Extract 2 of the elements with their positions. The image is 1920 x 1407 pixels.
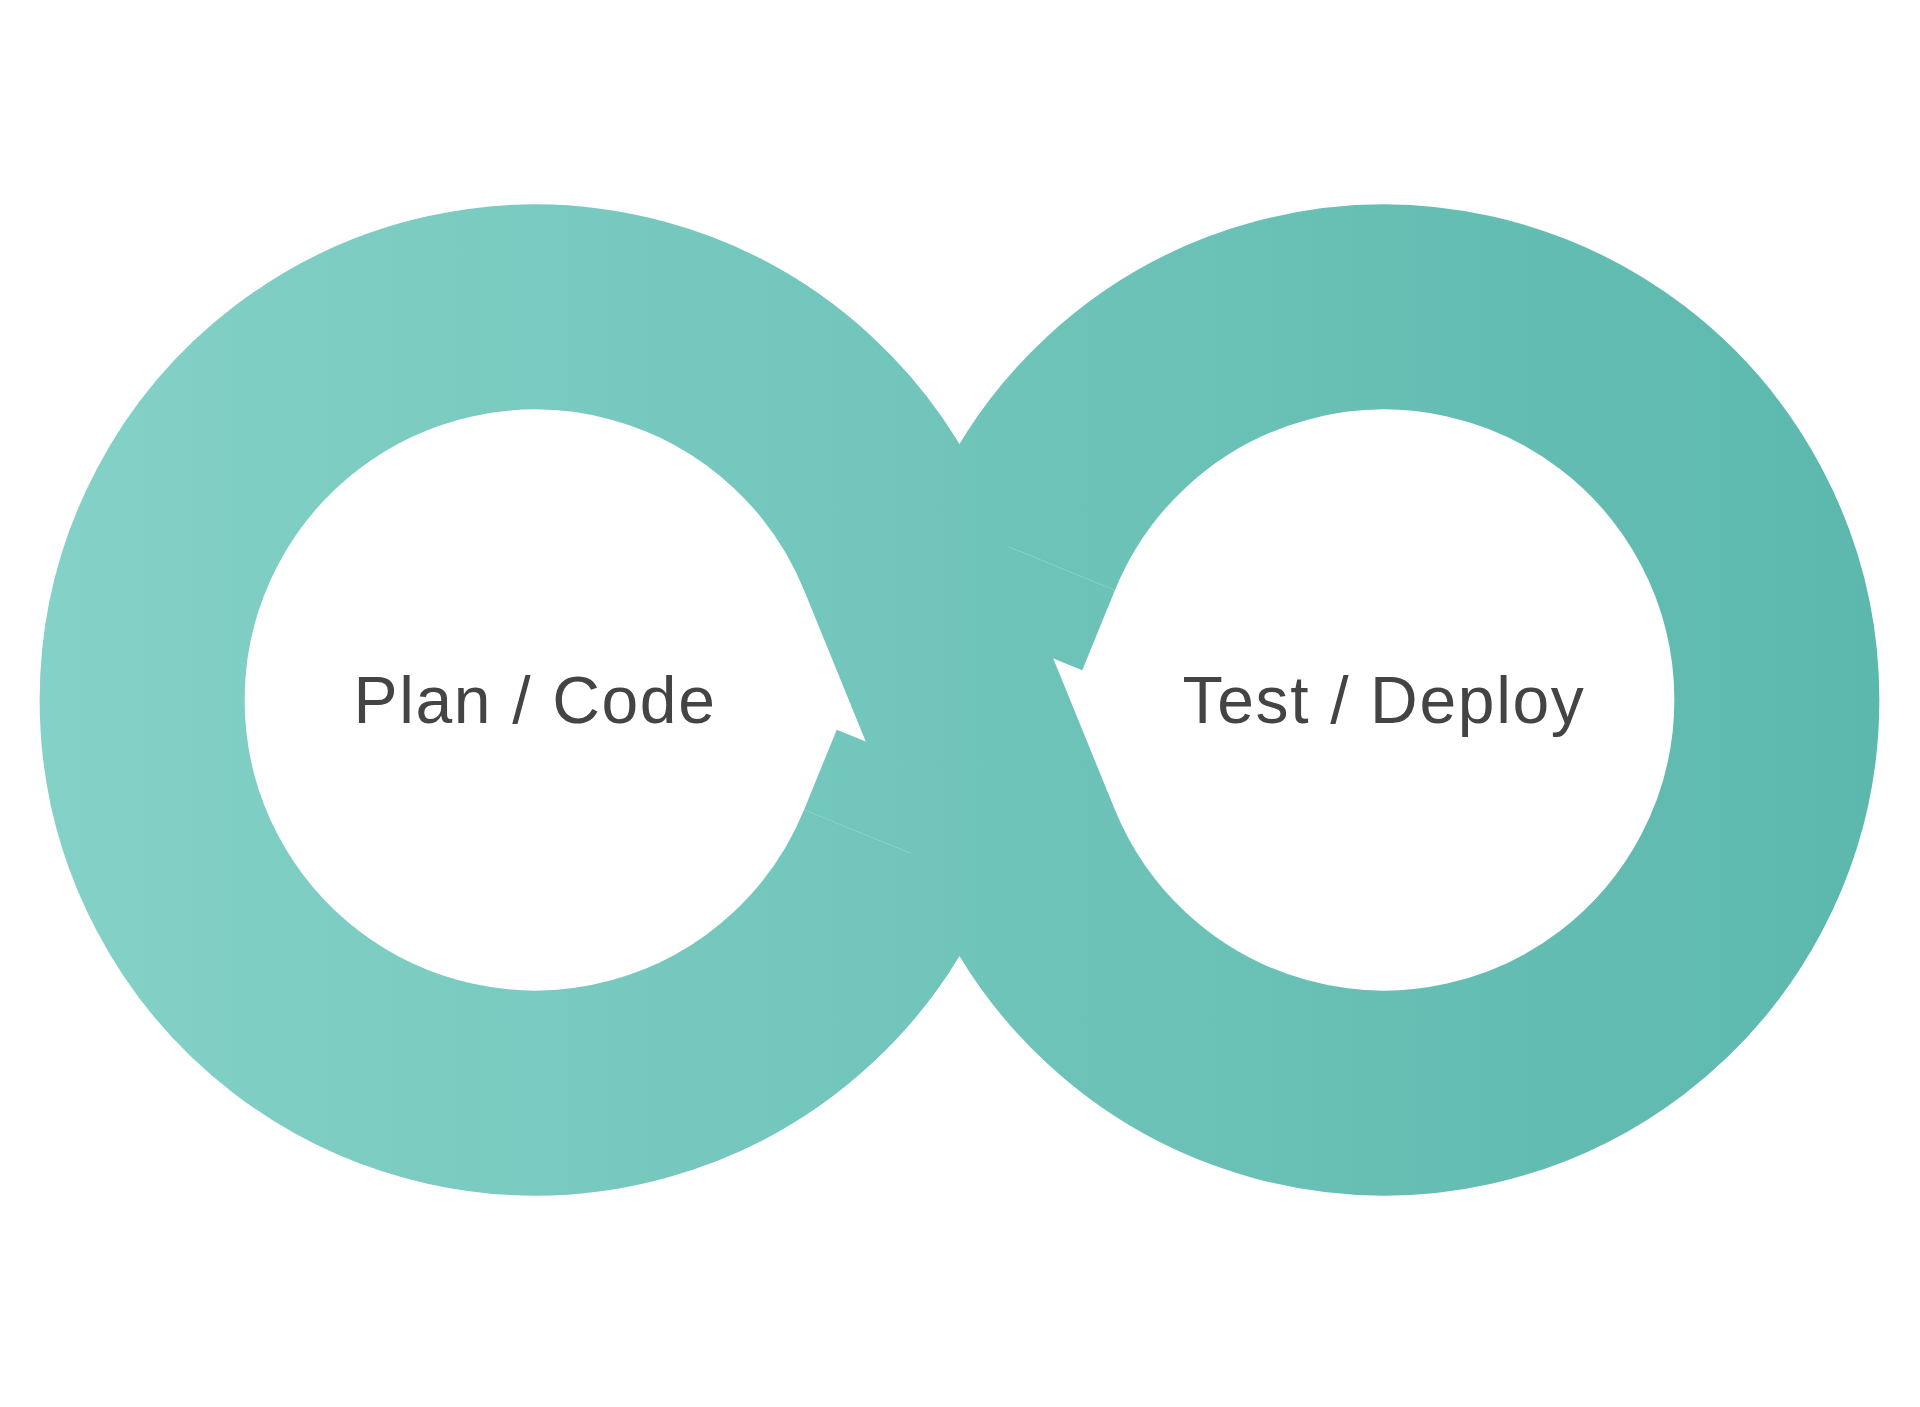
loop-label: Plan / Code [353, 661, 717, 739]
loop-label: Test / Deploy [1182, 661, 1586, 739]
